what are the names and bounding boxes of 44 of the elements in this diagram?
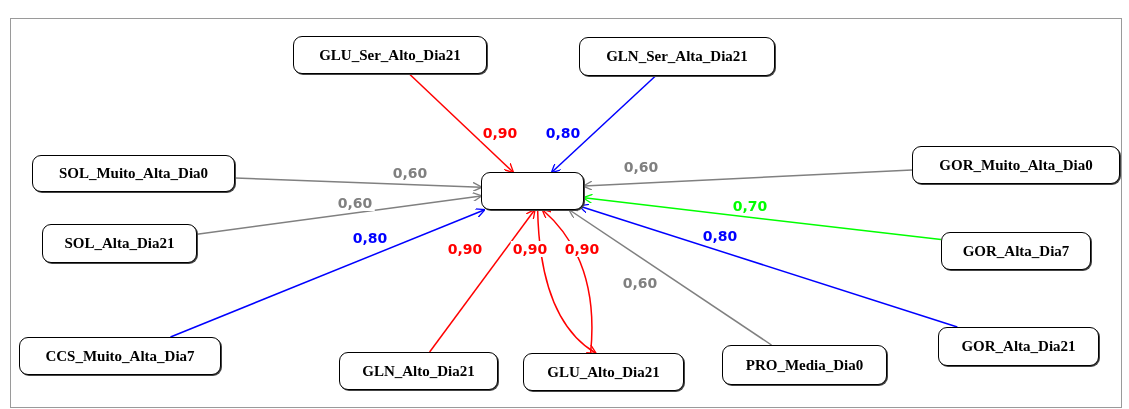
arrow (234, 177, 483, 193)
edge-label: 0,80 (700, 228, 740, 244)
edge-label: 0,60 (620, 275, 660, 291)
node-label: GLN_Ser_Alta_Dia21 (606, 48, 748, 65)
edge-label: 0,60 (390, 165, 430, 181)
node-box (579, 37, 775, 76)
node-box (912, 146, 1120, 184)
node-box (293, 36, 487, 74)
node-box (941, 232, 1091, 270)
arrow (196, 191, 483, 235)
node-box (938, 327, 1099, 366)
node-box (42, 224, 197, 263)
node-box (32, 155, 235, 192)
arrow (582, 193, 942, 241)
arrow (582, 169, 913, 191)
arrow (428, 208, 536, 353)
arrow (568, 208, 773, 346)
node-label: CCS_Muito_Alta_Dia7 (45, 347, 195, 365)
node-label: PRO_Media_Dia0 (745, 356, 864, 374)
edge-label: 0,60 (621, 159, 661, 175)
empty-node-box (481, 172, 584, 210)
edge-label: 0,70 (730, 198, 770, 214)
node-label: GLU_Ser_Alto_Dia21 (319, 46, 461, 64)
node-box (722, 345, 887, 385)
node-box (523, 353, 684, 391)
node-label: GOR_Alta_Dia21 (961, 338, 1076, 355)
edge-label: 0,90 (480, 125, 520, 141)
node-label: GLU_Alto_Dia21 (547, 363, 660, 381)
edge-label: 0,90 (562, 241, 602, 257)
node-label: SOL_Alta_Dia21 (64, 235, 175, 252)
node-box (339, 352, 498, 390)
edge-label: 0,80 (543, 125, 583, 141)
node-label: GOR_Muito_Alta_Dia0 (939, 156, 1093, 174)
node-label: GOR_Alta_Dia7 (962, 242, 1070, 260)
edge-label: 0,60 (335, 195, 375, 211)
edge-label: 0,90 (445, 241, 485, 257)
edge-label: 0,80 (350, 230, 390, 246)
node-label: GLN_Alto_Dia21 (362, 362, 475, 380)
arrow (169, 208, 486, 338)
arrow (408, 73, 515, 174)
node-label: SOL_Muito_Alta_Dia0 (58, 165, 209, 182)
node-box (19, 337, 221, 375)
arrow (550, 75, 657, 174)
edge-label: 0,90 (510, 241, 550, 257)
